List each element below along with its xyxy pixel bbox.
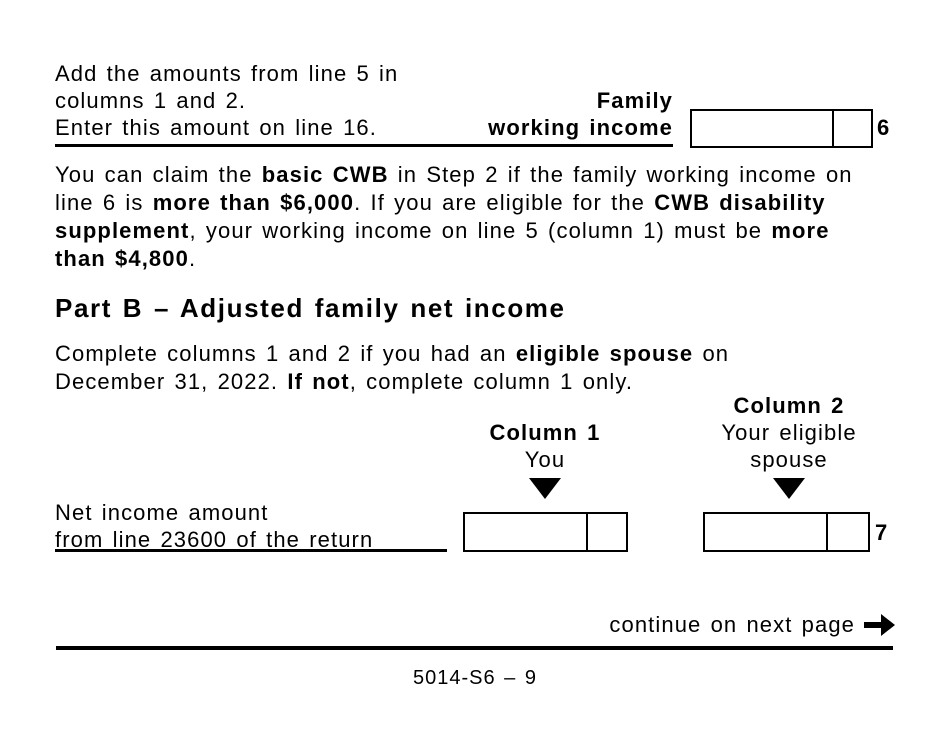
text-line: You can claim the basic CWB in Step 2 if… <box>55 161 853 189</box>
cents-divider <box>832 111 834 146</box>
continue-note: continue on next page <box>609 612 895 638</box>
text-line: Family <box>596 88 673 113</box>
bold-text: more than $6,000 <box>152 190 355 215</box>
text-line: spouse <box>750 447 828 472</box>
text-line: Net income amount <box>55 500 269 525</box>
right-arrow-bar <box>864 622 882 628</box>
right-arrow-head <box>881 614 895 636</box>
text-line: line 6 is more than $6,000. If you are e… <box>55 189 853 217</box>
text-line: than $4,800. <box>55 245 853 273</box>
line7-column1-amount-field[interactable] <box>463 512 628 552</box>
bold-text: basic CWB <box>261 162 389 187</box>
text-line: Enter this amount on line 16. <box>55 115 377 140</box>
text-line: columns 1 and 2. <box>55 88 247 113</box>
bold-text: supplement <box>55 218 190 243</box>
text-line: working income <box>488 115 673 140</box>
text: December 31, 2022. <box>55 369 288 394</box>
continue-text: continue on next page <box>609 612 855 637</box>
text: . If you are eligible for the <box>354 190 655 215</box>
text: , complete column 1 only. <box>349 369 634 394</box>
bold-text: If not <box>287 369 350 394</box>
line6-amount-field[interactable] <box>690 109 873 148</box>
text-line: Your eligible <box>721 420 857 445</box>
eligibility-paragraph: You can claim the basic CWB in Step 2 if… <box>55 161 853 273</box>
bold-text: eligible spouse <box>515 341 694 366</box>
text-line: Complete columns 1 and 2 if you had an e… <box>55 340 729 368</box>
column1-title: Column 1 <box>489 420 601 445</box>
column1-header: Column 1 You <box>435 419 655 473</box>
column1-down-arrow-icon <box>529 478 561 499</box>
bold-text: than $4,800 <box>55 246 189 271</box>
cents-divider <box>586 514 588 550</box>
text: on <box>693 341 730 366</box>
text: in Step 2 if the family working income o… <box>388 162 853 187</box>
column2-title: Column 2 <box>733 393 845 418</box>
text-line: December 31, 2022. If not, complete colu… <box>55 368 729 396</box>
line6-number: 6 <box>877 115 891 140</box>
line7-underline <box>55 549 447 552</box>
bold-text: more <box>771 218 830 243</box>
text: You can claim the <box>55 162 262 187</box>
part-b-intro: Complete columns 1 and 2 if you had an e… <box>55 340 729 396</box>
form-page-id: 5014-S6 – 9 <box>413 667 537 689</box>
page-bottom-rule <box>56 646 893 650</box>
text: line 6 is <box>55 190 153 215</box>
text: , your working income on line 5 (column … <box>189 218 772 243</box>
bold-text: CWB disability <box>654 190 826 215</box>
cents-divider <box>826 514 828 550</box>
text-line: supplement, your working income on line … <box>55 217 853 245</box>
text-line: from line 23600 of the return <box>55 527 374 552</box>
column2-down-arrow-icon <box>773 478 805 499</box>
right-arrow-icon <box>864 614 895 636</box>
text-line: You <box>524 447 566 472</box>
part-b-heading: Part B – Adjusted family net income <box>55 293 566 323</box>
text: Complete columns 1 and 2 if you had an <box>55 341 516 366</box>
text: . <box>188 246 197 271</box>
text-line: Add the amounts from line 5 in <box>55 61 399 86</box>
line7-number: 7 <box>875 520 889 545</box>
column1-subtitle: You <box>435 446 655 473</box>
line6-underline <box>55 144 673 147</box>
line7-column2-amount-field[interactable] <box>703 512 870 552</box>
